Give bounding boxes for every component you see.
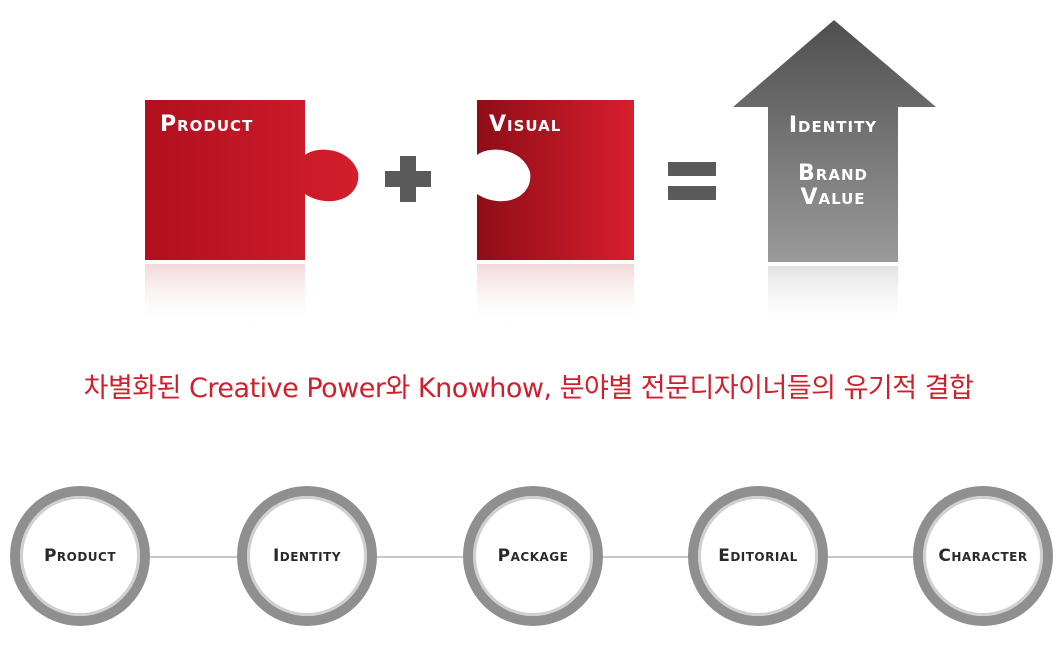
arrow-identity-label: Identity	[788, 113, 878, 138]
equals-bottom	[668, 186, 716, 200]
service-label: Identity	[272, 546, 342, 566]
tagline: 차별화된 Creative Power와 Knowhow, 분야별 전문디자이너…	[83, 373, 974, 404]
service-circle-identity: Identity	[237, 486, 377, 626]
puzzle-visual-piece	[477, 100, 634, 260]
service-label: Character	[938, 546, 1028, 566]
puzzle-visual-reflection	[477, 264, 634, 330]
equation-graphic	[145, 20, 936, 330]
equals-top	[668, 162, 716, 176]
service-circle-editorial: Editorial	[688, 486, 828, 626]
plus-sign-v	[400, 156, 416, 202]
service-circle-product: Product	[10, 486, 150, 626]
service-circle-character: Character	[913, 486, 1053, 626]
arrow-brand-label: Brand	[798, 161, 868, 186]
service-circle-package: Package	[463, 486, 603, 626]
puzzle-product-piece	[145, 100, 359, 260]
identity-arrow-reflection	[768, 266, 898, 330]
service-label: Product	[43, 546, 117, 566]
puzzle-product-label: Product	[160, 112, 254, 137]
puzzle-product-reflection	[145, 264, 305, 330]
puzzle-visual-label: Visual	[489, 112, 562, 137]
arrow-value-label: Value	[800, 185, 866, 210]
service-label: Package	[497, 546, 569, 566]
service-label: Editorial	[718, 546, 798, 566]
identity-arrow	[733, 20, 936, 262]
